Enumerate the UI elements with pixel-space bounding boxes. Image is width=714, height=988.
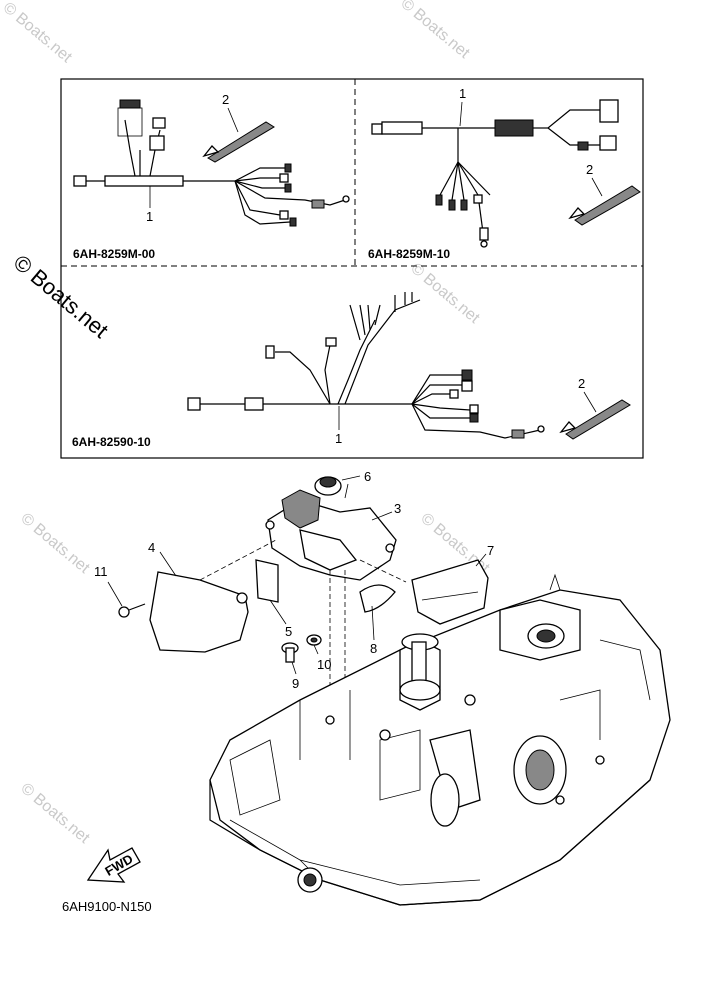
watermark: © Boats.net [397, 0, 473, 62]
bolt-9 [281, 642, 299, 663]
callout-11: 11 [94, 564, 108, 579]
watermark: © Boats.net [407, 260, 483, 327]
callout-8: 8 [370, 641, 377, 656]
wire-harness-c [187, 292, 545, 439]
kit-border [60, 78, 644, 459]
wire-harness-a [73, 99, 350, 227]
watermark: © Boats.net [17, 510, 93, 577]
washer-10 [306, 634, 322, 646]
cable-tie-b [568, 185, 641, 226]
callout-2: 2 [586, 162, 593, 177]
part-code: 6AH-8259M-10 [368, 247, 450, 261]
callout-1: 1 [146, 209, 153, 224]
callout-5: 5 [285, 624, 292, 639]
grommet [314, 476, 342, 496]
cable-tie-a [202, 121, 275, 163]
cover-right [411, 559, 489, 625]
electrical-bracket [265, 489, 397, 581]
watermark: © Boats.net [17, 780, 93, 847]
kit-box [60, 78, 644, 459]
wire-harness-b [371, 99, 619, 248]
watermark: © Boats.net [0, 0, 75, 67]
diagram-code: 6AH9100-N150 [62, 899, 152, 914]
plate [255, 559, 279, 603]
part-code: 6AH-8259M-00 [73, 247, 155, 261]
callout-6: 6 [364, 469, 371, 484]
callout-3: 3 [394, 501, 401, 516]
bolt-11 [118, 603, 146, 618]
callout-2: 2 [222, 92, 229, 107]
callout-1: 1 [335, 431, 342, 446]
engine-block [209, 573, 671, 906]
callout-7: 7 [487, 543, 494, 558]
callout-4: 4 [148, 540, 155, 555]
callout-9: 9 [292, 676, 299, 691]
cover-left [149, 571, 249, 653]
callout-1: 1 [459, 86, 466, 101]
fwd-arrow-icon: FWD [86, 847, 141, 883]
callout-2: 2 [578, 376, 585, 391]
cable-tie-c [559, 399, 631, 440]
clamp [359, 584, 396, 613]
part-code: 6AH-82590-10 [72, 435, 151, 449]
callout-10: 10 [317, 657, 331, 672]
